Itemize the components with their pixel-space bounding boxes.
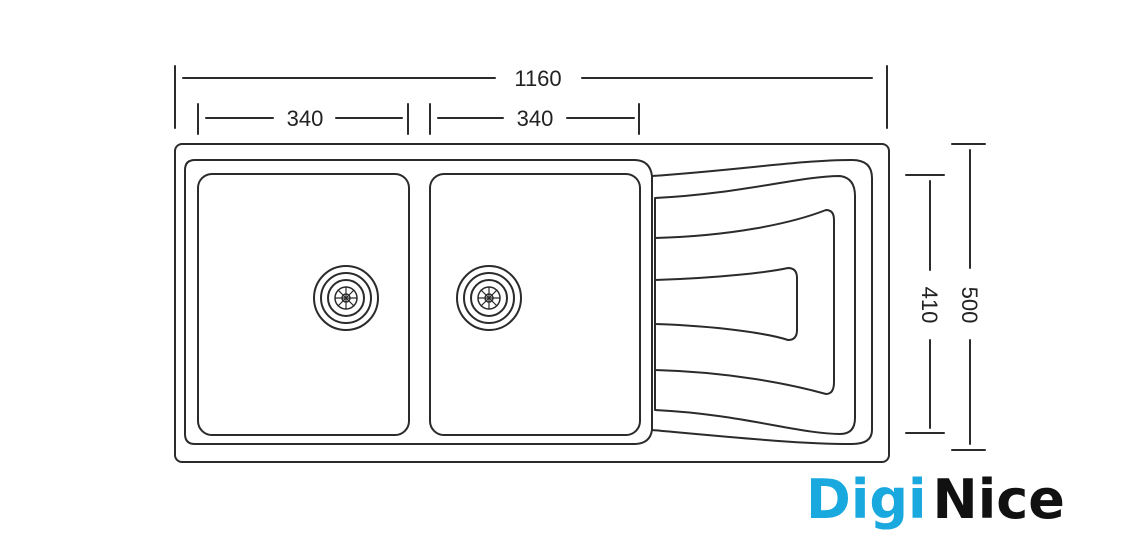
label-inner-depth: 410 [917, 287, 942, 324]
drain-right [456, 265, 522, 331]
drainer-ridge-1 [654, 209, 835, 395]
dimension-inner-depth [905, 174, 945, 434]
label-bowl-right-width: 340 [517, 106, 554, 131]
label-total-width: 1160 [514, 66, 561, 91]
drainer-ridge-2 [654, 267, 798, 341]
drainer-panel-outer [654, 175, 856, 435]
dimension-bowl-left [197, 103, 409, 135]
drain-left [313, 265, 379, 331]
bowl-right [429, 173, 641, 436]
sink-inner-rim [184, 159, 653, 445]
drainer-outline [651, 159, 873, 445]
sink-outline [174, 143, 890, 463]
label-total-depth: 500 [957, 287, 982, 324]
label-bowl-left-width: 340 [287, 106, 324, 131]
dimension-bowl-right [429, 103, 640, 135]
logo-part-1: Digi [806, 468, 927, 531]
dimension-total-depth [951, 143, 986, 451]
dimension-total-width [174, 65, 888, 129]
logo-part-2: Nice [933, 468, 1065, 531]
bowl-left [197, 173, 410, 436]
